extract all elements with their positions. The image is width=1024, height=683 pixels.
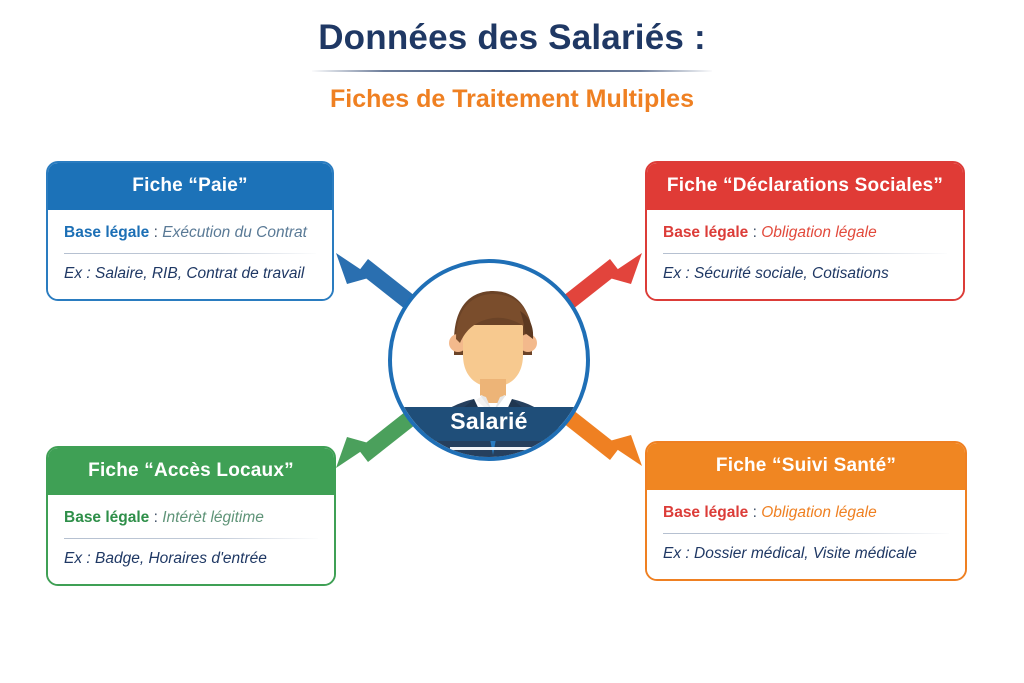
card-suivi-sante[interactable]: Fiche “Suivi Santé” Base légale : Obliga… bbox=[645, 441, 967, 581]
avatar-label-band bbox=[392, 407, 586, 450]
page-title: Données des Salariés : bbox=[318, 18, 706, 57]
legal-basis-value: Obligation légale bbox=[761, 503, 877, 521]
card-declarations-sociales-body: Base légale : Obligation légale Ex : Séc… bbox=[647, 209, 963, 299]
card-paie-legal-basis: Base légale : Exécution du Contrat bbox=[64, 223, 316, 253]
card-paie-example: Ex : Salaire, RIB, Contrat de travail bbox=[64, 264, 305, 282]
center-node-salarie[interactable]: Salarié bbox=[388, 259, 590, 461]
legal-basis-label: Base légale bbox=[663, 223, 749, 241]
card-suivi-sante-divider bbox=[663, 532, 949, 534]
card-acces-locaux-body: Base légale : Intérèt légitime Ex : Badg… bbox=[48, 494, 334, 584]
avatar-circle bbox=[388, 259, 590, 461]
legal-basis-label: Base légale bbox=[64, 223, 150, 241]
card-suivi-sante-header: Fiche “Suivi Santé” bbox=[647, 443, 965, 490]
card-paie-body: Base légale : Exécution du Contrat Ex : … bbox=[48, 209, 332, 299]
card-acces-locaux-example: Ex : Badge, Horaires d'entrée bbox=[64, 549, 267, 567]
card-declarations-sociales-example: Ex : Sécurité sociale, Cotisations bbox=[663, 264, 889, 282]
card-acces-locaux[interactable]: Fiche “Accès Locaux” Base légale : Intér… bbox=[46, 446, 336, 586]
card-declarations-sociales-divider bbox=[663, 252, 947, 254]
legal-basis-label: Base légale bbox=[64, 508, 150, 526]
card-declarations-sociales-header: Fiche “Déclarations Sociales” bbox=[647, 163, 963, 210]
title-block: Données des Salariés : Fiches de Traitem… bbox=[0, 18, 1024, 114]
legal-basis-label: Base légale bbox=[663, 503, 749, 521]
legal-basis-value: Obligation légale bbox=[761, 223, 877, 241]
card-acces-locaux-header: Fiche “Accès Locaux” bbox=[48, 448, 334, 495]
card-suivi-sante-example: Ex : Dossier médical, Visite médicale bbox=[663, 544, 917, 562]
card-paie[interactable]: Fiche “Paie” Base légale : Exécution du … bbox=[46, 161, 334, 301]
legal-basis-value: Intérèt légitime bbox=[162, 508, 264, 526]
legal-basis-separator: : bbox=[748, 503, 762, 521]
card-suivi-sante-legal-basis: Base légale : Obligation légale bbox=[663, 503, 949, 533]
card-declarations-sociales[interactable]: Fiche “Déclarations Sociales” Base légal… bbox=[645, 161, 965, 301]
card-declarations-sociales-legal-basis: Base légale : Obligation légale bbox=[663, 223, 947, 253]
card-acces-locaux-legal-basis: Base légale : Intérèt légitime bbox=[64, 508, 318, 538]
legal-basis-separator: : bbox=[149, 508, 163, 526]
person-avatar-icon bbox=[416, 291, 570, 457]
legal-basis-value: Exécution du Contrat bbox=[162, 223, 307, 241]
legal-basis-separator: : bbox=[748, 223, 762, 241]
card-paie-header: Fiche “Paie” bbox=[48, 163, 332, 210]
legal-basis-separator: : bbox=[149, 223, 163, 241]
page-subtitle: Fiches de Traitement Multiples bbox=[330, 85, 694, 114]
card-suivi-sante-body: Base légale : Obligation légale Ex : Dos… bbox=[647, 489, 965, 579]
card-paie-divider bbox=[64, 252, 316, 254]
title-divider bbox=[312, 70, 712, 73]
card-acces-locaux-divider bbox=[64, 537, 318, 539]
